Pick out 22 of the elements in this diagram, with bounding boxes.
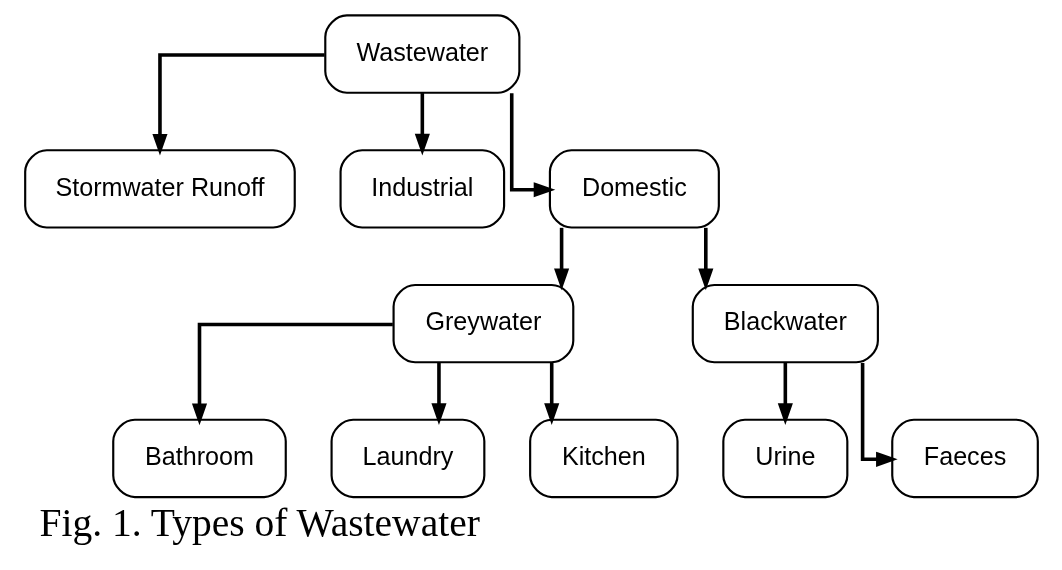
arrow <box>553 227 569 291</box>
node-box: Bathroom <box>111 418 287 499</box>
arrow <box>191 322 393 426</box>
node-box: Greywater <box>392 283 574 364</box>
node-box: Blackwater <box>691 283 879 364</box>
arrow <box>151 53 325 156</box>
arrow <box>509 93 555 198</box>
arrow <box>414 93 430 156</box>
arrow <box>697 227 713 291</box>
node-box: Stormwater Runoff <box>23 149 296 229</box>
node-box: Wastewater <box>323 14 520 94</box>
node-box: Industrial <box>339 149 505 229</box>
node-box: Faeces <box>890 418 1039 499</box>
caption: Fig. 1. Types of Wastewater <box>39 500 480 545</box>
arrow <box>860 362 898 467</box>
arrow <box>543 362 559 425</box>
node-box: Urine <box>721 418 848 499</box>
arrow <box>430 362 446 425</box>
node-box: Kitchen <box>528 418 679 499</box>
node-box: Laundry <box>330 418 485 499</box>
arrow <box>777 362 793 425</box>
node-box: Domestic <box>548 149 720 229</box>
